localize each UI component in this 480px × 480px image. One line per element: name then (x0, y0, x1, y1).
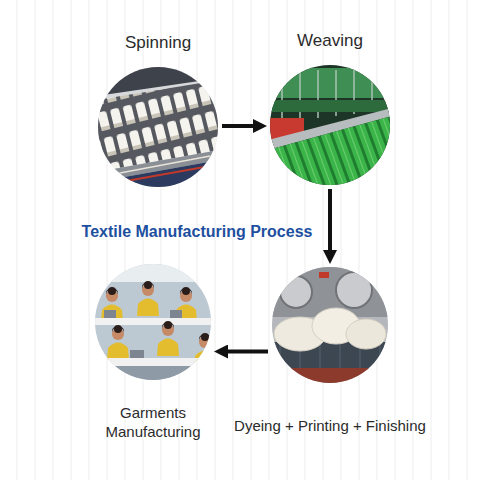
step-label: Dyeing + Printing + Finishing (234, 417, 426, 436)
dyeing-photo (380, 344, 381, 368)
process-circle: Dyeing + Printing + Finishing (272, 267, 388, 383)
garments-photo (95, 358, 211, 366)
garments-photo (170, 310, 182, 318)
garments-photo (107, 325, 129, 360)
step-label: Garments Manufacturing (88, 404, 218, 442)
spinning-photo (96, 160, 220, 189)
garments-photo (104, 310, 116, 318)
garments-photo (137, 281, 159, 316)
garments-photo (93, 262, 213, 384)
node-label: Dyeing + Printing + Finishing (234, 417, 426, 436)
weaving-photo (268, 116, 392, 187)
dyeing-photo (346, 319, 386, 349)
weaving-photo (299, 70, 301, 120)
dyeing-photo (340, 344, 341, 368)
step-label: Spinning (125, 32, 191, 53)
dyeing-photo (280, 344, 281, 368)
node-label: Garments Manufacturing (88, 404, 218, 442)
weaving-photo (268, 63, 392, 187)
flow-arrow (328, 189, 332, 254)
dyeing-photo (280, 276, 312, 308)
spinning-photo (96, 65, 220, 189)
dyeing-photo (320, 344, 321, 368)
weaving-photo (281, 70, 283, 122)
garments-photo (93, 262, 216, 386)
dyeing-photo (336, 272, 372, 308)
dyeing-photo (270, 265, 390, 388)
garments-photo (157, 321, 179, 356)
process-circle: Weaving (270, 65, 390, 185)
spinning-photo (96, 65, 220, 189)
garments-photo (194, 333, 216, 368)
weaving-photo (282, 70, 372, 122)
garments-photo (93, 262, 213, 282)
weaving-photo (268, 100, 392, 112)
flow-arrow (224, 350, 268, 354)
garments-photo (95, 318, 211, 325)
node-label: Weaving (297, 30, 363, 51)
dyeing-photo (319, 272, 329, 278)
spinning-photo (104, 156, 210, 176)
step-label: Weaving (297, 30, 363, 51)
garments-photo (130, 350, 144, 358)
dyeing-photo (270, 265, 390, 387)
diagram-title: Textile Manufacturing Process (82, 222, 313, 241)
spinning-photo (104, 166, 210, 185)
dyeing-photo (270, 368, 390, 388)
process-circle: Garments Manufacturing (95, 264, 211, 380)
weaving-photo (268, 63, 392, 187)
garments-photo (101, 287, 123, 322)
weaving-photo (268, 68, 392, 98)
garments-photo (93, 366, 213, 386)
flow-arrow (222, 124, 257, 128)
node-label: Spinning (125, 32, 191, 53)
process-circle: Spinning (98, 67, 218, 187)
